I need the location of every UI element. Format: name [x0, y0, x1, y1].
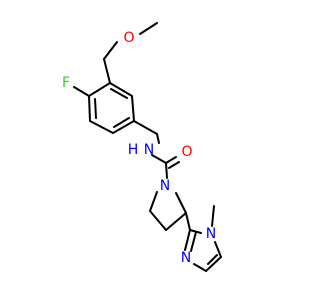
bond-ring-1	[88, 82, 111, 97]
amide-nitrogen-label: N	[144, 142, 154, 158]
bond-ring-ch2	[133, 120, 158, 135]
bond-pyrrolidine-1	[149, 191, 158, 212]
bond-imidazole-c2-n3-a	[184, 229, 191, 251]
bond-imidazole-c2-n3-b	[190, 231, 197, 252]
bond-ring-inner-3	[110, 88, 128, 99]
bond-ch2-ring	[103, 58, 111, 84]
bond-imidazole-n3-c4	[193, 263, 207, 272]
imidazole-n3-label: N	[181, 250, 191, 266]
bond-layer	[73, 22, 222, 272]
bond-pyrrolidine-2	[149, 210, 167, 231]
bond-nh-carbonyl	[151, 154, 167, 164]
bond-o-ch2	[103, 41, 118, 60]
bond-pyrrolidine-4	[175, 192, 187, 214]
fluorine-label: F	[62, 75, 70, 91]
bond-ring-5	[131, 95, 135, 122]
amide-hydrogen-label: H	[128, 142, 139, 158]
molecule-structure: O F N H O N N N	[62, 22, 222, 272]
bond-ring-2	[88, 95, 91, 122]
pyrrolidine-nitrogen-label: N	[160, 178, 170, 194]
bond-carbonyl-n	[165, 162, 168, 179]
ether-oxygen-label: O	[123, 30, 134, 46]
atom-labels: O F N H O N N N	[62, 30, 216, 266]
imidazole-n1-label: N	[206, 226, 216, 242]
bond-methyl-o	[139, 22, 158, 35]
bond-ring-3	[89, 120, 114, 134]
bond-ch2-nh	[156, 133, 160, 144]
carbonyl-oxygen-label: O	[181, 144, 192, 160]
bond-ring-f	[73, 86, 90, 97]
bond-imidazole-c4-c5-b	[207, 254, 218, 265]
bond-pyrrolidine-imidazole	[185, 212, 191, 231]
bond-pyrrolidine-3	[165, 212, 187, 231]
bond-ring-inner-1	[94, 98, 97, 119]
bond-carbonyl-o-a	[165, 156, 177, 164]
bond-carbonyl-o-b	[168, 161, 180, 169]
bond-imidazole-c4-c5-a	[205, 256, 222, 272]
bond-ring-6	[109, 82, 133, 97]
bond-ring-inner-2	[113, 117, 130, 128]
bond-imidazole-c5-n1	[214, 241, 222, 258]
bond-n-methyl	[211, 205, 215, 227]
bond-ring-4	[112, 120, 135, 134]
